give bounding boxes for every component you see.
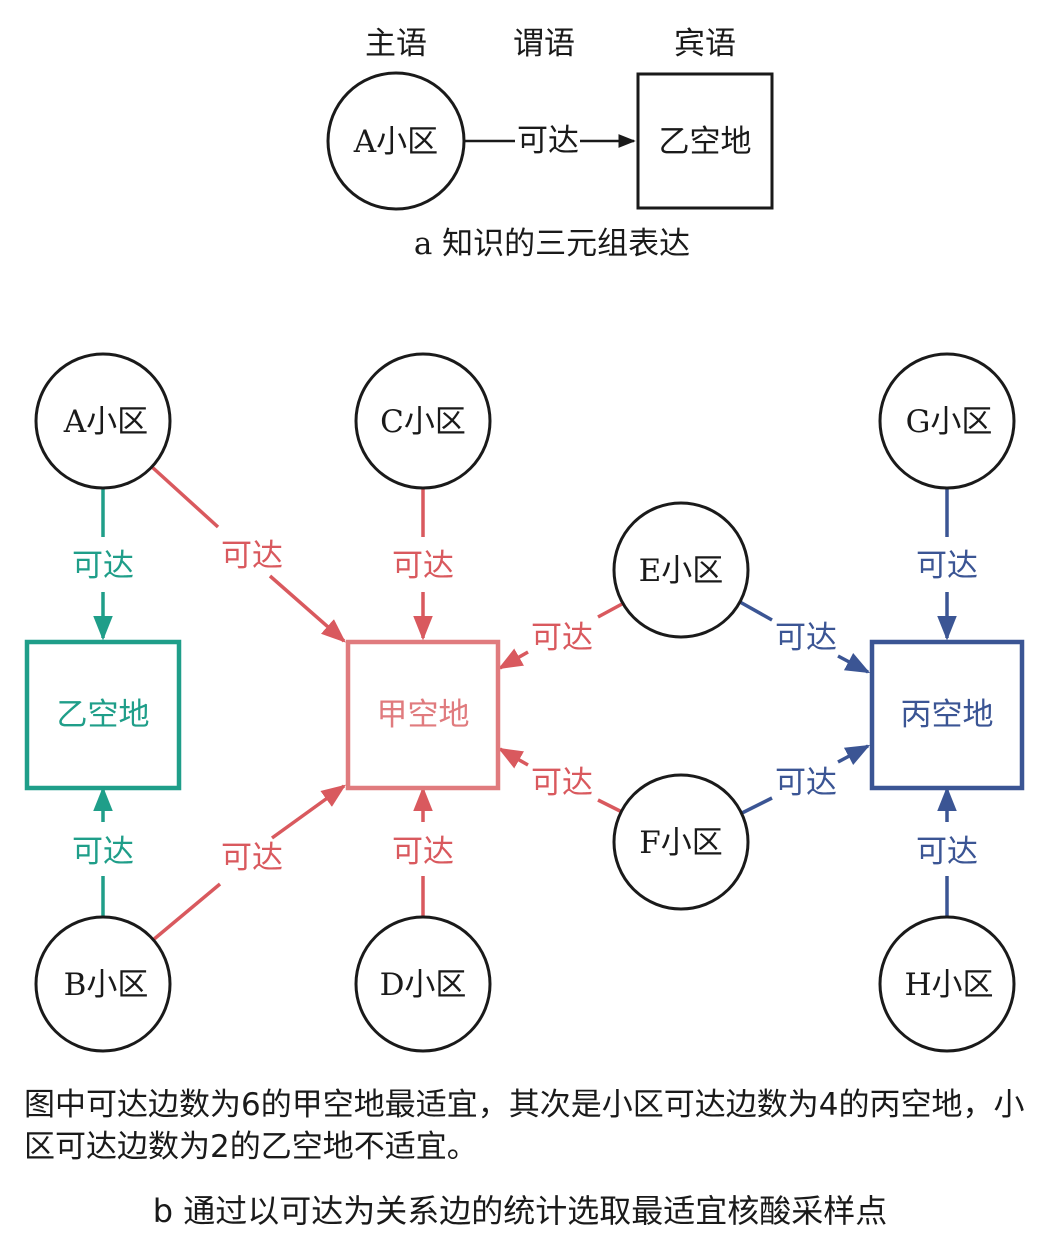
header-object: 宾语 bbox=[674, 26, 736, 62]
community-c: C小区 bbox=[354, 352, 492, 490]
edge-e-to-jia-arrow bbox=[497, 648, 529, 670]
community-e-label: E小区 bbox=[639, 553, 724, 589]
edge-e-to-jia-label: 可达 bbox=[531, 620, 593, 656]
edge-a-to-yi-label: 可达 bbox=[72, 548, 134, 584]
object-node: 乙空地 bbox=[636, 72, 774, 210]
subject-node-label: A小区 bbox=[353, 124, 438, 160]
community-h-label: H小区 bbox=[904, 967, 993, 1003]
edge-e-to-bing-arrow bbox=[837, 652, 871, 674]
edge-e-to-bing-label: 可达 bbox=[775, 620, 837, 656]
edge-e-to-jia bbox=[597, 602, 623, 619]
caption-b: b 通过以可达为关系边的统计选取最适宜核酸采样点 bbox=[152, 1192, 888, 1230]
site-yi: 乙空地 bbox=[24, 639, 182, 791]
edge-f-to-jia-label: 可达 bbox=[531, 765, 593, 801]
edge-h-to-bing-label: 可达 bbox=[916, 834, 978, 870]
header-subject: 主语 bbox=[365, 26, 427, 62]
edge-b-to-yi-label: 可达 bbox=[72, 834, 134, 870]
edge-a-to-jia bbox=[150, 465, 220, 529]
community-b: B小区 bbox=[34, 915, 172, 1053]
edge-f-to-jia-arrow bbox=[497, 747, 529, 769]
community-a: A小区 bbox=[34, 352, 172, 490]
diagram-note: 图中可达边数为6的甲空地最适宜，其次是小区可达边数为4的丙空地，小区可达边数为2… bbox=[24, 1087, 1025, 1165]
subject-node: A小区 bbox=[326, 71, 466, 211]
community-b-label: B小区 bbox=[64, 967, 149, 1003]
edge-c-to-jia-label: 可达 bbox=[392, 548, 454, 584]
edge-b-to-jia-label: 可达 bbox=[221, 840, 283, 876]
community-e: E小区 bbox=[612, 501, 750, 639]
caption-a: a 知识的三元组表达 bbox=[414, 226, 690, 262]
community-c-label: C小区 bbox=[380, 404, 466, 440]
community-d: D小区 bbox=[354, 915, 492, 1053]
edge-g-to-bing-label: 可达 bbox=[916, 548, 978, 584]
object-node-label: 乙空地 bbox=[659, 124, 752, 160]
triple-edge-label: 可达 bbox=[517, 123, 579, 159]
community-a-label: A小区 bbox=[63, 404, 148, 440]
community-f: F小区 bbox=[612, 773, 750, 911]
community-h: H小区 bbox=[878, 915, 1016, 1053]
edge-a-to-jia-label: 可达 bbox=[221, 538, 283, 574]
edge-f-to-bing-label: 可达 bbox=[775, 765, 837, 801]
header-predicate: 谓语 bbox=[513, 26, 575, 62]
edge-f-to-jia bbox=[597, 798, 623, 814]
edge-e-to-bing bbox=[739, 600, 773, 622]
site-bing: 丙空地 bbox=[869, 639, 1025, 791]
edge-d-to-jia-label: 可达 bbox=[392, 834, 454, 870]
site-bing-label: 丙空地 bbox=[901, 697, 994, 733]
edge-b-to-jia-arrow bbox=[270, 784, 346, 840]
edge-f-to-bing bbox=[739, 796, 773, 816]
site-jia: 甲空地 bbox=[345, 639, 501, 791]
community-d-label: D小区 bbox=[380, 967, 467, 1003]
edge-f-to-bing-arrow bbox=[837, 744, 871, 766]
site-jia-label: 甲空地 bbox=[377, 697, 470, 733]
community-f-label: F小区 bbox=[639, 825, 723, 861]
community-g-label: G小区 bbox=[906, 404, 993, 440]
community-g: G小区 bbox=[878, 352, 1016, 490]
edge-a-to-jia-arrow bbox=[268, 574, 346, 643]
edge-b-to-jia bbox=[151, 882, 222, 942]
site-yi-label: 乙空地 bbox=[57, 697, 150, 733]
